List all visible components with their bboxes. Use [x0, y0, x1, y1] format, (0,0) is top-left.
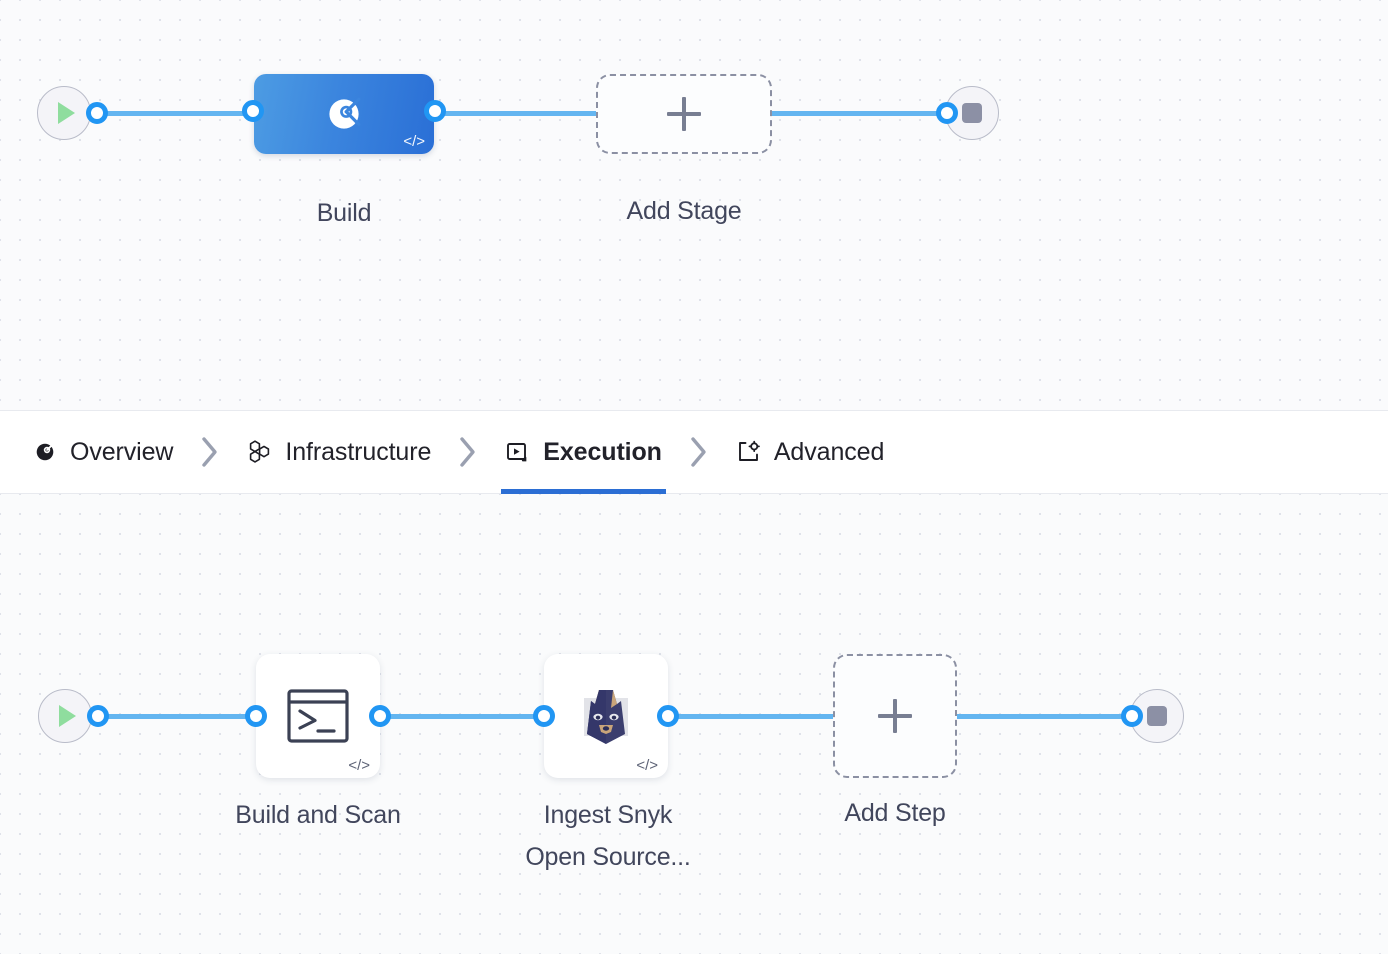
pipeline-start-circle[interactable]: [37, 86, 91, 140]
terminal-icon: [287, 689, 349, 743]
port-exec-end-in[interactable]: [1121, 705, 1143, 727]
execution-start-node[interactable]: [38, 689, 109, 743]
add-stage-node[interactable]: [596, 74, 772, 154]
pipeline-start-node[interactable]: [37, 86, 108, 140]
port-build-out[interactable]: [424, 100, 446, 122]
tab-chevron-3-icon: [664, 410, 734, 494]
tab-chevron-2-icon: [433, 410, 503, 494]
pipeline-end-node[interactable]: [936, 86, 999, 140]
step-label-build-and-scan: Build and Scan: [235, 801, 401, 829]
port-build-in[interactable]: [242, 100, 264, 122]
harness-ci-build-icon: [322, 92, 366, 136]
plus-icon: [878, 699, 912, 733]
wire-start-to-build: [86, 111, 266, 116]
execution-row: </> Build and Scan: [0, 494, 1388, 954]
step-node-build-and-scan[interactable]: </>: [245, 654, 391, 778]
tab-execution[interactable]: Execution: [501, 410, 666, 494]
tab-chevron-1-icon: [175, 410, 245, 494]
wire-build-to-addstage: [425, 111, 610, 116]
add-step-node[interactable]: [833, 654, 957, 778]
port-step2-in[interactable]: [533, 705, 555, 727]
port-start-out[interactable]: [86, 102, 108, 124]
code-badge-icon: </>: [403, 133, 425, 150]
port-step1-in[interactable]: [245, 705, 267, 727]
stop-icon: [962, 103, 982, 123]
wire-step1-to-step2: [374, 714, 554, 719]
advanced-icon: [736, 439, 762, 465]
port-end-in[interactable]: [936, 102, 958, 124]
add-step-button[interactable]: [833, 654, 957, 778]
infrastructure-icon: [247, 439, 273, 465]
tab-advanced[interactable]: Advanced: [734, 410, 886, 494]
execution-canvas[interactable]: </> Build and Scan: [0, 494, 1388, 954]
tab-infrastructure-label: Infrastructure: [285, 437, 432, 466]
overview-icon: [32, 439, 58, 465]
play-icon: [59, 705, 76, 727]
plus-icon: [667, 97, 701, 131]
code-badge-icon: </>: [636, 757, 658, 774]
stage-config-tabs: Overview Infrastructure: [0, 410, 1388, 494]
add-step-label: Add Step: [844, 799, 946, 827]
stage-node-build[interactable]: </>: [242, 74, 446, 154]
add-stage-label: Add Stage: [626, 197, 742, 225]
tab-execution-label: Execution: [543, 437, 662, 466]
wire-start-to-step1: [88, 714, 268, 719]
play-icon: [58, 102, 75, 124]
tab-overview-label: Overview: [70, 437, 174, 466]
snyk-dog-icon: [575, 684, 637, 748]
step-node-ingest-snyk[interactable]: </>: [533, 654, 679, 778]
port-exec-start-out[interactable]: [87, 705, 109, 727]
code-badge-icon: </>: [348, 757, 370, 774]
stage-build-card[interactable]: </>: [254, 74, 434, 154]
port-step2-out[interactable]: [657, 705, 679, 727]
stop-icon: [1147, 706, 1167, 726]
stage-label-build: Build: [316, 199, 372, 227]
execution-start-circle[interactable]: [38, 689, 92, 743]
step-build-and-scan-card[interactable]: </>: [256, 654, 380, 778]
add-stage-button[interactable]: [596, 74, 772, 154]
tab-advanced-label: Advanced: [773, 437, 885, 466]
stage-row: </> Build Add Stage: [0, 0, 1388, 410]
tab-infrastructure[interactable]: Infrastructure: [245, 410, 433, 494]
execution-icon: [505, 439, 531, 465]
step-label-ingest-snyk: Ingest Snyk Open Source...: [525, 801, 691, 871]
step-ingest-snyk-card[interactable]: </>: [544, 654, 668, 778]
wire-addstage-to-end: [765, 111, 950, 116]
execution-end-node[interactable]: [1121, 689, 1184, 743]
wire-addstep-to-end: [950, 714, 1135, 719]
stage-canvas[interactable]: </> Build Add Stage: [0, 0, 1388, 410]
port-step1-out[interactable]: [369, 705, 391, 727]
tab-active-indicator: [501, 489, 666, 494]
wire-step2-to-addstep: [660, 714, 845, 719]
tab-overview[interactable]: Overview: [30, 410, 175, 494]
